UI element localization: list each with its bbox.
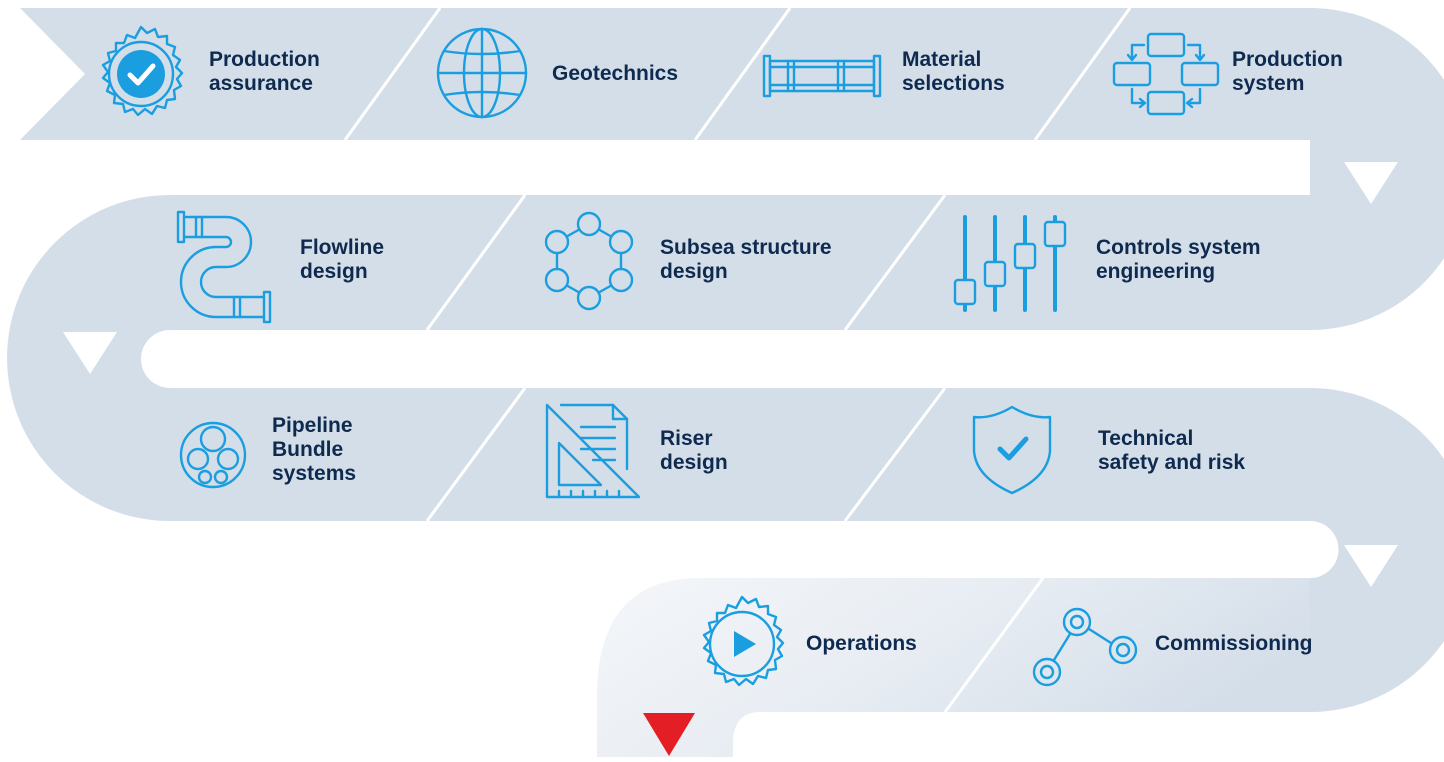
stage-label-riser-design: Riser design	[660, 427, 728, 474]
segment-dividers	[343, 7, 1132, 713]
gear-check-icon	[101, 25, 184, 117]
stage-label-controls-system-engineering: Controls system engineering	[1096, 236, 1261, 283]
divider	[943, 577, 1045, 713]
down-arrow-icon	[1344, 162, 1398, 204]
end-arrow-icon	[643, 713, 695, 756]
stage-label-pipeline-bundle-systems: Pipeline Bundle systems	[272, 414, 357, 485]
stage-label-flowline-design: Flowline design	[300, 236, 384, 283]
shield-check-icon	[972, 405, 1052, 495]
divider	[693, 7, 792, 141]
connected-nodes-icon	[1032, 607, 1138, 687]
pipe-section-icon	[762, 54, 882, 98]
road-row-1	[20, 8, 1410, 208]
down-arrow-icon	[63, 332, 117, 374]
globe-icon	[436, 27, 528, 119]
stage-label-material-selections: Material selections	[902, 48, 1005, 95]
drafting-icon	[545, 403, 641, 499]
divider	[425, 194, 527, 331]
sliders-icon	[953, 215, 1067, 312]
road-row-3	[170, 388, 1310, 521]
stage-label-production-assurance: Production assurance	[209, 48, 320, 95]
divider	[1033, 7, 1132, 141]
down-arrow-icon	[1344, 545, 1398, 587]
hexagon-nodes-icon	[544, 211, 634, 311]
stage-label-subsea-structure-design: Subsea structure design	[660, 236, 832, 283]
pipe-bundle-icon	[179, 421, 247, 489]
stage-label-production-system: Production system	[1232, 48, 1343, 95]
process-flow-icon	[1112, 32, 1220, 116]
stage-label-operations: Operations	[806, 632, 917, 655]
divider	[425, 387, 527, 522]
divider	[843, 194, 947, 331]
gear-play-icon	[702, 595, 785, 687]
stage-label-commissioning: Commissioning	[1155, 632, 1313, 655]
bent-pipe-icon	[176, 210, 272, 324]
stage-label-technical-safety-and-risk: Technical safety and risk	[1098, 427, 1246, 474]
divider	[343, 7, 442, 141]
stage-label-geotechnics: Geotechnics	[552, 62, 679, 85]
divider	[843, 387, 947, 522]
direction-arrows	[63, 162, 1398, 756]
road-row-4	[597, 578, 1310, 757]
